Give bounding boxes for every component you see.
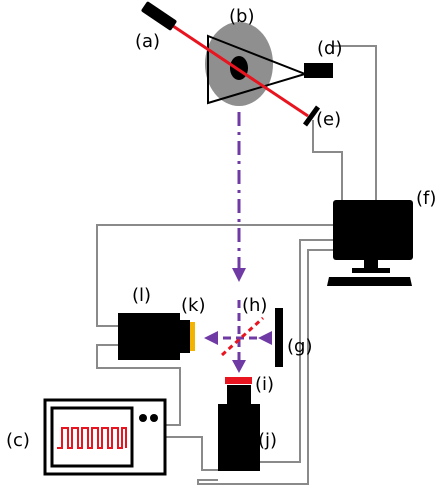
cable-d-to-computer	[333, 45, 377, 202]
dichroic-mirror-h	[220, 316, 265, 357]
arrow-left-to-l	[204, 331, 218, 345]
label-a: (a)	[135, 31, 160, 52]
label-f: (f)	[416, 188, 436, 209]
label-l: (l)	[132, 285, 151, 306]
oscilloscope-knob-1	[139, 414, 147, 422]
arrow-down-lower	[232, 360, 246, 373]
arrow-left-from-g	[258, 331, 272, 345]
label-k: (k)	[181, 295, 205, 316]
cable-l-to-computer	[96, 224, 333, 327]
label-g: (g)	[287, 336, 312, 357]
computer-keyboard	[327, 277, 412, 286]
oscilloscope-signal	[57, 427, 127, 449]
computer-screen	[333, 200, 413, 260]
detector-head	[227, 385, 251, 404]
cable-j-to-computer	[260, 239, 333, 463]
label-d: (d)	[317, 38, 342, 59]
label-b: (b)	[229, 6, 254, 27]
label-i: (i)	[255, 374, 274, 395]
camera-neck	[180, 320, 190, 353]
detector-j	[218, 404, 260, 471]
oscilloscope-knob-2	[150, 414, 158, 422]
label-c: (c)	[6, 430, 30, 451]
arrow-down-upper	[232, 268, 246, 282]
label-e: (e)	[316, 109, 341, 130]
filter-i	[225, 377, 252, 384]
sensor-d	[304, 63, 333, 78]
filter-k	[190, 322, 195, 351]
cables	[96, 45, 377, 485]
label-h: (h)	[242, 295, 267, 316]
label-j: (j)	[258, 430, 277, 451]
computer-base	[352, 268, 390, 273]
computer-stand	[364, 260, 378, 268]
laser-beam	[169, 22, 309, 118]
sample-triangle-outline	[207, 34, 309, 105]
camera-l	[118, 313, 180, 360]
laser-source-a	[141, 1, 177, 31]
beam-dump-e	[302, 105, 321, 127]
computer-f	[327, 200, 413, 286]
light-source-g	[275, 308, 283, 367]
cable-j-bottom	[197, 249, 333, 485]
cable-e-to-computer	[312, 120, 343, 202]
oscilloscope-c	[43, 398, 167, 476]
cable-oscilloscope-to-j	[165, 436, 218, 471]
sample-spot	[230, 56, 248, 80]
sample-assembly-b	[205, 22, 309, 106]
cable-l-to-oscilloscope	[96, 344, 181, 426]
optical-path	[204, 112, 272, 373]
